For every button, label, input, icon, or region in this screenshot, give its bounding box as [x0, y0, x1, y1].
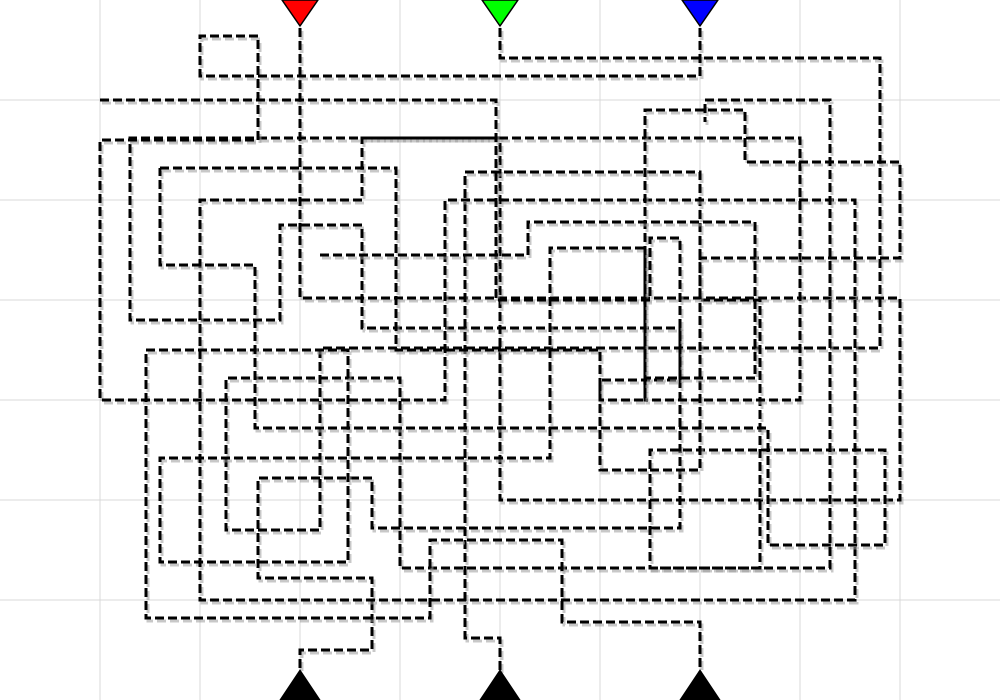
blue-path [98, 28, 857, 672]
blue-start-marker[interactable] [681, 0, 719, 27]
loop-path-c-shadow [322, 223, 759, 383]
red-path-shadow [130, 31, 904, 675]
green-path [224, 28, 882, 672]
loop-path-a [158, 166, 887, 547]
maze-paths [98, 28, 904, 675]
end-marker-middle[interactable] [479, 669, 521, 700]
end-marker-right[interactable] [679, 669, 721, 700]
blue-path-shadow [100, 31, 859, 675]
loop-path-a-shadow [160, 169, 889, 550]
end-marker-left[interactable] [279, 669, 321, 700]
green-start-marker[interactable] [481, 0, 519, 27]
red-path [128, 28, 902, 672]
maze-markers [279, 0, 721, 700]
loop-path-c [320, 220, 757, 380]
green-path-shadow [226, 31, 884, 675]
red-start-marker[interactable] [281, 0, 319, 27]
